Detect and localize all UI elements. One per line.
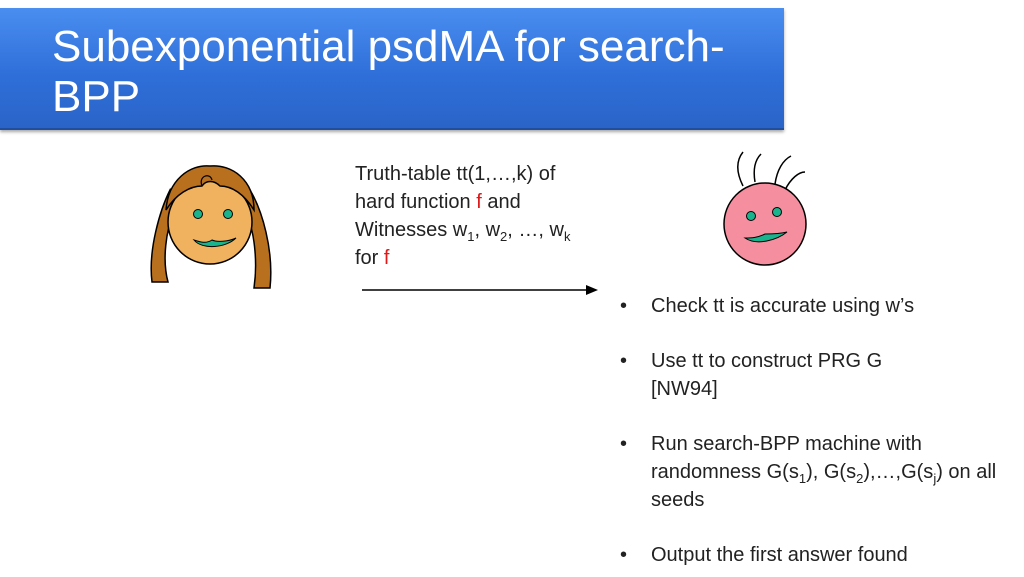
message-line-1: Truth-table tt(1,…,k) of	[355, 163, 556, 185]
message-line-3: Witnesses w1, w2, …, wk	[355, 216, 625, 244]
seed-subscript-1: 1	[798, 471, 807, 486]
seed-subscript-2: 2	[856, 471, 864, 486]
seed-subscript-j: j	[933, 471, 937, 486]
head-circle	[723, 182, 807, 266]
title-banner: Subexponential psdMA for search-BPP	[0, 8, 784, 130]
girl-face-icon	[150, 165, 272, 289]
step-2-text: Use tt to construct PRG G [NW94]	[651, 350, 883, 400]
message-line-3-prefix: Witnesses w	[355, 219, 468, 241]
message-line-3-mid-1: , w	[474, 219, 501, 241]
step-run-machine: • Run search-BPP machine with randomness…	[620, 430, 1020, 514]
subscript-1: 1	[467, 229, 475, 244]
message-line-3-mid-2: , …, w	[507, 219, 564, 241]
mouth-shape	[743, 231, 788, 243]
arrow-right-icon	[362, 285, 598, 295]
message-line-4: for f	[355, 244, 625, 272]
step-check-tt: • Check tt is accurate using w’s	[620, 292, 1020, 320]
bullet: •	[620, 433, 628, 455]
function-f-label: f	[476, 191, 482, 213]
bullet: •	[620, 295, 628, 317]
step-1-text: Check tt is accurate using w’s	[651, 295, 915, 317]
message-text: Truth-table tt(1,…,k) of hard function f…	[355, 160, 625, 272]
step-construct-prg: • Use tt to construct PRG G [NW94]	[620, 347, 1020, 403]
step-4-text: Output the first answer found	[651, 544, 908, 566]
subscript-k: k	[563, 229, 571, 244]
mouth-shape	[192, 237, 237, 247]
subscript-2: 2	[500, 229, 508, 244]
slide-title: Subexponential psdMA for search-BPP	[52, 22, 725, 121]
bullet: •	[620, 350, 628, 372]
function-f-label-2: f	[383, 247, 390, 269]
step-3-text: Run search-BPP machine with randomness G…	[651, 430, 1001, 514]
step-3-part-d: ) on all seeds	[651, 461, 997, 511]
step-3-part-c: ),…,G(s	[863, 461, 934, 483]
robot-face-icon	[723, 151, 807, 266]
message-line-2: hard function f and	[355, 188, 625, 216]
step-3-part-a: Run search-BPP machine with randomness G…	[651, 433, 922, 483]
message-line-4-prefix: for	[355, 247, 384, 269]
message-line-2-suffix: and	[481, 191, 521, 213]
step-output-answer: • Output the first answer found	[620, 541, 1020, 569]
message-line-2-prefix: hard function	[355, 191, 477, 213]
verifier-steps-list: • Check tt is accurate using w’s • Use t…	[620, 290, 1020, 569]
step-3-part-b: ), G(s	[806, 461, 857, 483]
bullet: •	[620, 544, 628, 566]
